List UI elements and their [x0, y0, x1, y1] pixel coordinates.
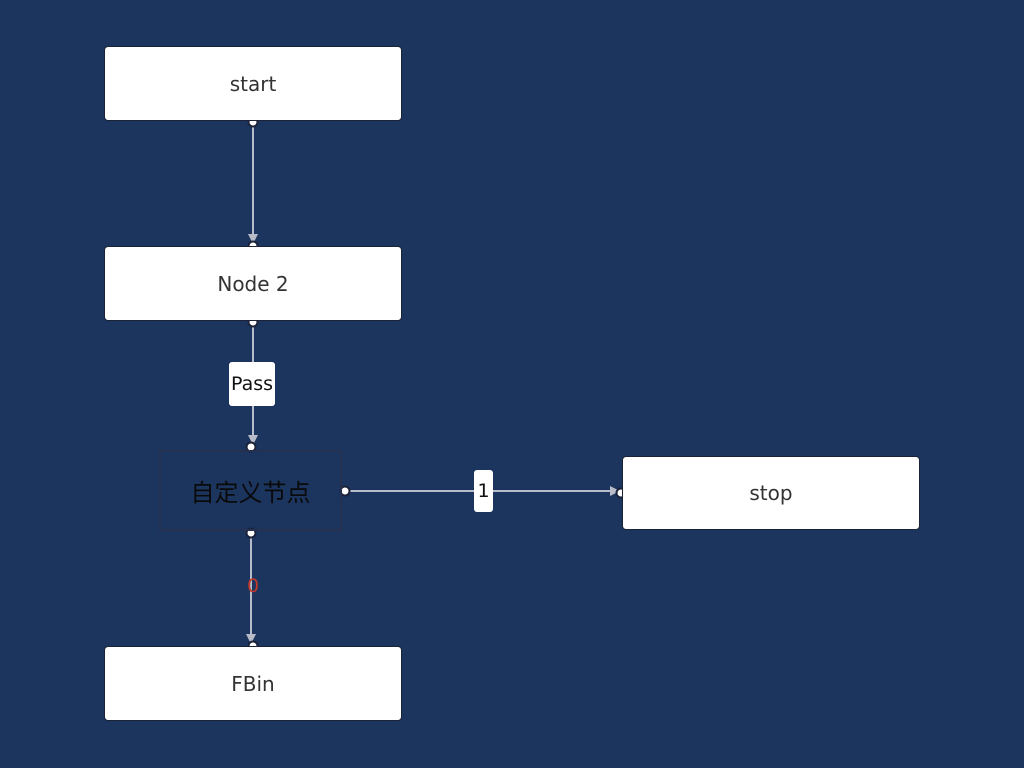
node-2-label: Node 2	[217, 271, 289, 296]
node-custom-label: 自定义节点	[190, 479, 311, 507]
edge-label-pass-text: Pass	[230, 373, 274, 395]
edge-label-0-text: 0	[246, 575, 260, 597]
edge-label-1-text: 1	[477, 480, 490, 502]
node-2[interactable]: Node 2	[104, 246, 402, 321]
edge-label-1[interactable]: 1	[474, 470, 493, 512]
node-fbin[interactable]: FBin	[104, 646, 402, 721]
node-start[interactable]: start	[104, 46, 402, 121]
node-fbin-label: FBin	[231, 671, 275, 696]
node-stop[interactable]: stop	[622, 456, 920, 530]
node-stop-label: stop	[749, 481, 793, 505]
node-start-label: start	[229, 71, 277, 96]
edge-label-0[interactable]: 0	[244, 575, 262, 601]
edge-label-pass[interactable]: Pass	[229, 362, 275, 406]
node-custom[interactable]: 自定义节点	[159, 450, 342, 531]
